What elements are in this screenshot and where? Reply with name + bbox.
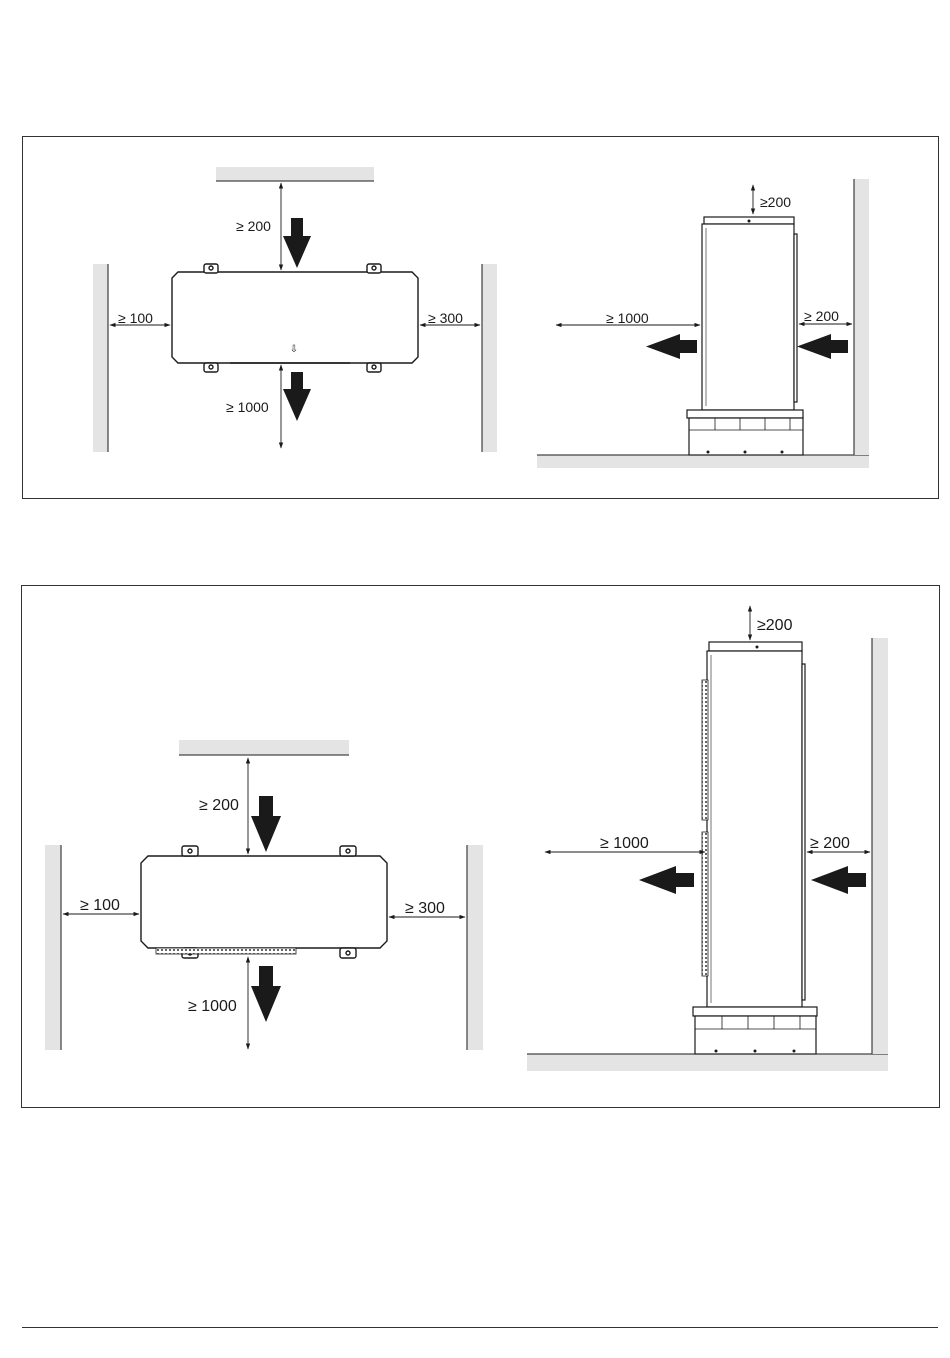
clearance-bottom-label: ≥ 1000 [188,998,237,1015]
top-view-1: ⇩ ≥ 200 ≥ 1000 ≥ 100 ≥ 300 [93,167,497,452]
vent-grille-lower [702,832,708,976]
floor [527,1054,888,1071]
clearance-front-label: ≥ 1000 [606,310,649,326]
airflow-glyph: ⇩ [290,344,298,355]
clearance-top-label: ≥200 [757,617,793,634]
clearance-bottom-label: ≥ 1000 [226,399,269,415]
top-view-2: ≥ 200 ≥ 1000 ≥ 100 ≥ 300 [45,740,483,1050]
clearance-back-label: ≥ 200 [810,835,850,852]
ceiling-wall [216,167,374,181]
clearance-left-label: ≥ 100 [118,310,153,326]
side-view-1: ≥200 ≥ 1000 ≥ 200 [537,179,869,468]
back-wall [872,638,888,1054]
airflow-arrow-in [251,796,281,852]
airflow-arrow-back [811,866,866,894]
clearance-top-label: ≥ 200 [236,218,271,234]
unit-body [172,264,418,372]
back-wall [854,179,869,455]
clearance-left-label: ≥ 100 [80,897,120,914]
clearance-back-label: ≥ 200 [804,308,839,324]
clearance-front-label: ≥ 1000 [600,835,649,852]
side-view-2: ≥200 ≥ 1000 ≥ 200 [527,606,888,1071]
clearance-right-label: ≥ 300 [405,900,445,917]
unit-body [687,217,803,455]
unit-body [141,846,387,958]
clearance-top-label: ≥ 200 [199,797,239,814]
clearance-top-label: ≥200 [760,194,791,210]
airflow-arrow-in [283,218,311,268]
left-wall [45,845,61,1050]
airflow-arrow-out [283,372,311,421]
airflow-arrow-out [251,966,281,1022]
floor [537,455,869,468]
ceiling-wall [179,740,349,755]
vent-grille-upper [702,680,708,820]
right-wall [467,845,483,1050]
airflow-arrow-front [646,334,697,359]
vent-strip [156,948,296,954]
unit-body [693,642,817,1054]
airflow-arrow-front [639,866,694,894]
left-wall [93,264,108,452]
right-wall [482,264,497,452]
clearance-right-label: ≥ 300 [428,310,463,326]
airflow-arrow-back [797,334,848,359]
